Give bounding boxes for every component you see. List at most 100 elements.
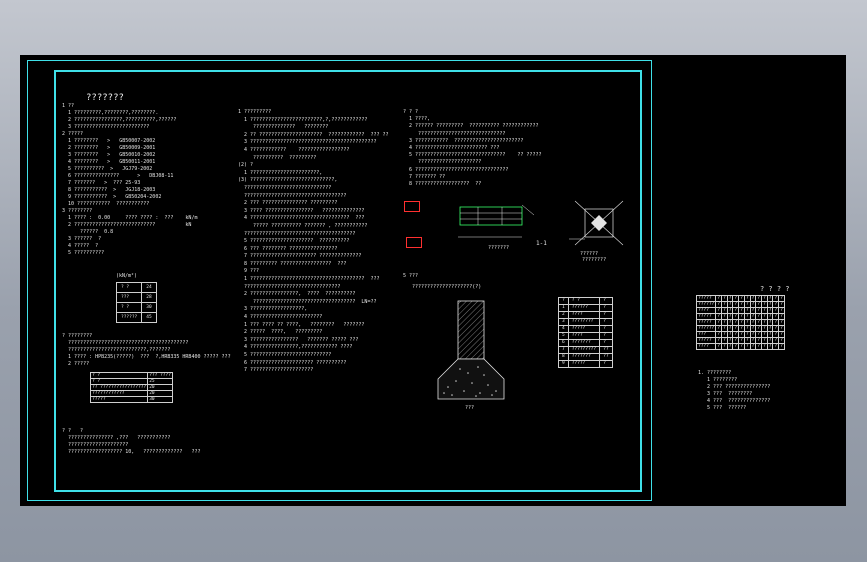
notes-2-line: 3 ??????????????????????????????????????… (238, 139, 377, 146)
notes-2-line: ????????????????????????????????????? (238, 230, 356, 237)
side-note-line: 1. ???????? (698, 370, 732, 376)
notes-1-line: 2 ????????????????,??????????,?????? (62, 117, 177, 123)
material-table-cell: 7 (558, 346, 569, 354)
load-table-cell: 24 (141, 282, 157, 293)
notes-2-line: 9 ??? (238, 268, 260, 275)
drawing-border-outer (27, 60, 652, 501)
material-table-row: 4?????? (558, 325, 613, 333)
notes-1-line: 3 ???????? (62, 208, 93, 214)
material-table-cell: ???? (567, 332, 601, 340)
side-notes: 1. ???????? 1 ???????? 2 ??? ???????????… (698, 370, 838, 412)
plate-label: ?????? (580, 251, 599, 257)
notes-1-line: 5 ?????????? (62, 250, 105, 256)
notes-2-line: 4 ???????????????????????? (238, 314, 323, 321)
notes-column-1c: ? ? ? ??????????????? ,??? ??????????? ?… (62, 428, 232, 456)
notes-column-1: 1 ?? 1 ?????????,????????,????????. 2 ??… (62, 103, 212, 257)
notes-2-line: 7 ?????????????????????? ?????????????? (238, 253, 362, 260)
load-table-row: ? ?24 (115, 282, 157, 293)
notes-1-line: 2 ???????? > GB50009-2001 (62, 145, 156, 151)
side-note-line: 3 ??? ???????? (698, 391, 753, 397)
cover-table-cell: ?? ????????????????? (89, 384, 149, 391)
material-table-row: ?? ?? (558, 297, 613, 305)
cad-drawing-canvas[interactable]: ??????? 1 ?? 1 ?????????,????????,??????… (20, 55, 846, 506)
material-table-cell: ? (599, 297, 613, 305)
plate-detail-drawing (569, 200, 624, 246)
notes-2-line: 1 ????????????????????????,?,???????????… (238, 116, 368, 123)
pile-note: ????????????????????(?) (412, 284, 482, 290)
notes-2-line: 6 ????????????????????? ?????????? (238, 359, 347, 366)
side-schedule-row: ???????????????? (695, 343, 785, 350)
notes-2-line: 1 ??????????????????????????????????????… (238, 276, 380, 283)
notes-column-1b: ? ???????? ?????????????????????????????… (62, 333, 232, 368)
side-schedule-row: ????????????????? (695, 319, 785, 326)
material-table-row: 3????????? (558, 318, 613, 326)
material-table-cell: 8 (558, 353, 569, 361)
notes-2-line: ?????????? ????????? (238, 154, 317, 161)
material-table-cell: 5 (558, 332, 569, 340)
notes-2-line: (2) ? (238, 162, 254, 169)
notes-1-line: ?????? 0.8 (62, 229, 114, 235)
notes-2-line: 2 ????????????????, ???? ?????????? (238, 291, 356, 298)
load-table-row: ? ?30 (115, 302, 157, 313)
cover-table-cell: ????? (89, 396, 149, 403)
material-table-row: 9?????? (558, 360, 613, 368)
notes-3-line: ????????????????????? (403, 159, 482, 166)
notes-2-line: 3 ???? ???????????????? ?????????????? (238, 207, 365, 214)
side-note-line: 2 ??? ??????????????? (698, 384, 771, 390)
notes-1-line: 8 ??????????? > JGJ18-2003 (62, 187, 156, 193)
notes-1-line: 9 ??????????? > GB50204-2002 (62, 194, 162, 200)
beam-detail-drawing: 1-1 (458, 204, 547, 247)
material-table-cell: ????????? (567, 346, 601, 354)
material-table-cell: ? (599, 304, 613, 312)
side-note-line: 1 ???????? (698, 377, 738, 383)
material-table-cell: 9 (558, 360, 569, 368)
material-table-cell: ? (558, 297, 569, 305)
notes-2-line: (3) ????????????????????????????, (238, 177, 338, 184)
notes-2-line: ???????????????????????????????? (238, 283, 341, 290)
material-table-cell: ?? (599, 346, 613, 354)
pile-caption: ??? (465, 405, 475, 411)
notes-2-line: 1 ??? ???? ?? ????, ???????? ??????? (238, 321, 365, 328)
cover-table-header-cell: ??? ???? (147, 372, 173, 379)
notes-1-line: 4 ????? ? (62, 243, 99, 249)
notes-1-line: 5 ?????????? > JGJ79-2002 (62, 166, 153, 172)
notes-2-line: 8 ????????? ????????????????? ??? (238, 260, 347, 267)
notes-1-line: 1 ???????? > GB50007-2002 (62, 138, 156, 144)
notes-column-3: ? ? ? 1 ????, 2 ?????? ????????? ???????… (403, 109, 563, 188)
main-title: ??????? (86, 93, 124, 103)
notes-column-2: 1 ????????? 1 ????????????????????????,?… (238, 109, 408, 375)
notes-2-line: ????????????????????????????? (238, 184, 332, 191)
side-schedule-cell: ???? (695, 343, 717, 350)
notes-1-line: 4 ???????? > GB50011-2001 (62, 159, 156, 165)
notes-2-line: 1 ???????????????????????, (238, 169, 323, 176)
side-title: ? ? ? ? (760, 285, 790, 293)
material-table-cell: ?????? (567, 304, 601, 312)
notes-1-line: 7 ??????? > ??? 25-93 (62, 180, 141, 186)
notes-2-line: ????? ?????????? ??????? , ??????????? (238, 222, 368, 229)
material-table-cell: ??????? (567, 339, 601, 347)
material-table-cell: 1 (558, 304, 569, 312)
material-table-row: 5????? (558, 332, 613, 340)
material-table-cell: ? (599, 339, 613, 347)
side-note-line: 4 ??? ?????????????? (698, 398, 771, 404)
notes-1-line: 6 ??????????????? > DBJ08-11 (62, 173, 174, 179)
material-table-row: 8????????? (558, 353, 613, 361)
material-table-cell: ? (599, 332, 613, 340)
material-table-cell: ???????? (567, 318, 601, 326)
material-table-cell: ? (599, 360, 613, 368)
notes-3-line: ? ? ? (403, 109, 419, 115)
notes-1c-line: ??????????????? ,??? ??????????? (62, 435, 171, 441)
notes-2-line: 4 ???????????? ????????????????? (238, 146, 350, 153)
notes-1-line: 1 ?? (62, 103, 75, 109)
notes-1b-line: ??????????????????????????,??????? (62, 347, 171, 353)
section-detail-a (404, 201, 420, 212)
side-schedule-row: ????????????????? (695, 313, 785, 320)
material-table-cell: 6 (558, 339, 569, 347)
side-schedule-row: ?????????????????? (695, 301, 785, 308)
side-schedule-cell: ?????? (695, 301, 717, 308)
cover-table-cell: 30 (147, 396, 173, 403)
material-table-row: 1??????? (558, 304, 613, 312)
side-schedule-row: ?????????????????? (695, 325, 785, 332)
notes-2-line: ?????????????????????????????????? (238, 192, 347, 199)
unit-label: (kN/m²) (116, 273, 138, 279)
